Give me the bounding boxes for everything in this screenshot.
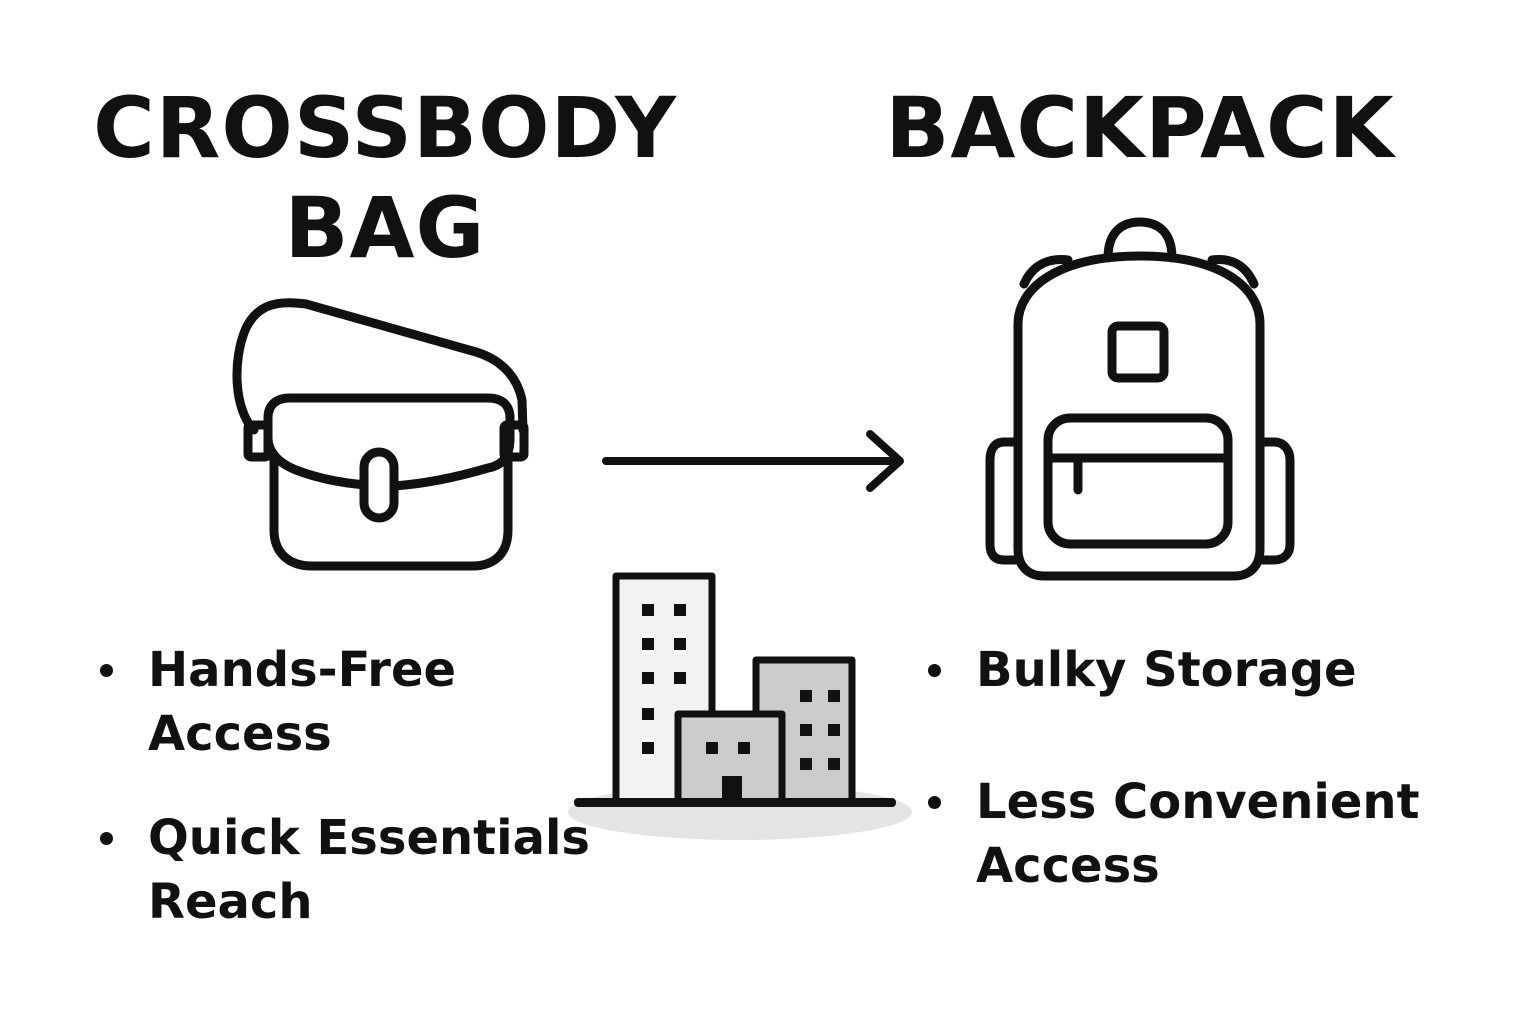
feature-text-line: Reach <box>148 874 313 930</box>
backpack-heading-line-1: BACKPACK <box>885 79 1395 177</box>
feature-text-line: Access <box>148 706 332 762</box>
right-arrow-icon <box>602 430 904 492</box>
backpack-icon <box>985 217 1295 581</box>
backpack-heading: BACKPACK <box>860 78 1420 178</box>
crossbody-heading-line-2: BAG <box>284 179 486 277</box>
crossbody-bag-icon <box>232 298 529 571</box>
city-buildings-icon <box>568 572 912 840</box>
crossbody-bag-heading: CROSSBODY BAG <box>70 78 700 278</box>
feature-text-line: Hands-Free <box>148 642 457 698</box>
feature-text-line: Access <box>976 838 1160 894</box>
feature-text-line: Less Convenient <box>976 774 1420 830</box>
list-item: Hands-Free Access <box>100 638 620 766</box>
list-item: Less Convenient Access <box>928 770 1488 898</box>
crossbody-feature-list: Hands-Free Access Quick Essentials Reach <box>100 638 620 974</box>
feature-text-line: Bulky Storage <box>976 642 1357 698</box>
list-item: Quick Essentials Reach <box>100 806 620 934</box>
list-item: Bulky Storage <box>928 638 1488 702</box>
crossbody-heading-line-1: CROSSBODY <box>93 79 677 177</box>
backpack-feature-list: Bulky Storage Less Convenient Access <box>928 638 1488 898</box>
feature-text-line: Quick Essentials <box>148 810 590 866</box>
